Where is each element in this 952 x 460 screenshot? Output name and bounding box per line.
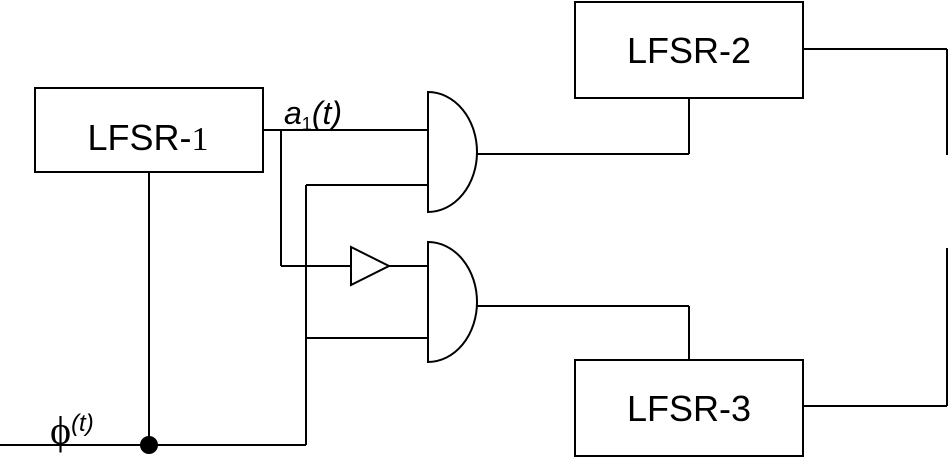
lfsr2-label: LFSR-2	[627, 30, 751, 71]
and-gate-2	[427, 240, 478, 364]
wires	[0, 48, 948, 446]
a1-signal-label: a1(t)	[284, 95, 342, 134]
lfsr3-label: LFSR-3	[627, 388, 751, 429]
junction-dot	[140, 436, 158, 454]
buffer-triangle	[350, 245, 392, 287]
phi-signal-label: ϕ(t)	[50, 408, 94, 453]
and-gate-1	[427, 90, 478, 214]
lfsr1-label: LFSR-1	[87, 117, 208, 158]
